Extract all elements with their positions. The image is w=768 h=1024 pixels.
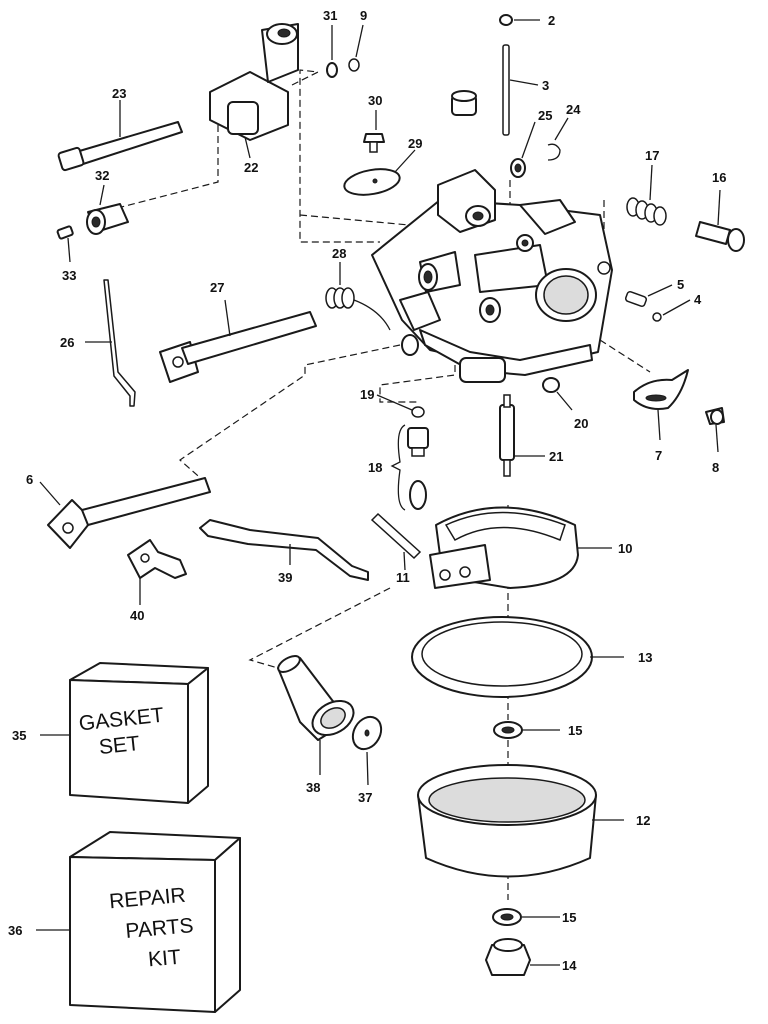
callout-19: 19 [360,387,374,402]
callout-labels: 2 3 4 5 6 7 8 9 10 11 12 13 14 15 15 16 … [8,8,726,973]
callout-18: 18 [368,460,382,475]
callout-26: 26 [60,335,74,350]
part-29-choke-plate [343,149,416,196]
callout-14: 14 [562,958,577,973]
part-39-fuel-pickup-tube [199,519,369,581]
callout-9: 9 [360,8,367,23]
part-21-float-needle [499,394,545,477]
part-38-fuel-filter [277,655,355,775]
part-15-upper-washer [493,721,560,739]
callout-15-lower: 15 [562,910,576,925]
callout-17: 17 [645,148,659,163]
part-16-idle-screw [695,189,745,252]
callout-6: 6 [26,472,33,487]
part-22-bracket [209,23,299,159]
part-8-screw [705,407,725,453]
callout-23: 23 [112,86,126,101]
part-10-float [429,506,612,589]
part-40-throttle-lever [127,539,187,605]
gasket-set-label-line2: SET [98,732,141,759]
part-15-lower-washer [492,908,560,926]
callout-15-upper: 15 [568,723,582,738]
callout-21: 21 [549,449,563,464]
callout-5: 5 [677,277,684,292]
callout-32: 32 [95,168,109,183]
callout-20: 20 [574,416,588,431]
part-17-spring [626,164,667,226]
callout-33: 33 [62,268,76,283]
part-11-float-pin [370,512,422,571]
callout-38: 38 [306,780,320,795]
part-32-ferrule [86,184,129,235]
part-37-screen [351,715,383,786]
part-35-gasket-set-box [40,662,209,804]
callout-22: 22 [244,160,258,175]
part-18-main-jet [390,424,429,511]
callout-35: 35 [12,728,26,743]
callout-4: 4 [694,292,702,307]
part-24-clip [547,117,569,161]
part-13-bowl-gasket [411,616,624,698]
carburetor-body [371,169,613,383]
part-28-spring [325,262,391,331]
callout-25: 25 [538,108,552,123]
part-33-set-screw [56,225,74,263]
callout-40: 40 [130,608,144,623]
callout-16: 16 [712,170,726,185]
callout-24: 24 [566,102,581,117]
part-26-link-rod [85,279,136,407]
callout-27: 27 [210,280,224,295]
part-36-repair-kit-box [36,831,241,1013]
callout-3: 3 [542,78,549,93]
callout-10: 10 [618,541,632,556]
part-7-throttle-plate [633,369,689,441]
callout-29: 29 [408,136,422,151]
callout-31: 31 [323,8,337,23]
callout-12: 12 [636,813,650,828]
part-19-o-ring [376,394,425,418]
part-14-bowl-nut [485,938,560,976]
callout-28: 28 [332,246,346,261]
callout-8: 8 [712,460,719,475]
part-5-spring [624,284,673,308]
part-3-needle [502,44,539,136]
callout-30: 30 [368,93,382,108]
callout-39: 39 [278,570,292,585]
part-6-throttle-shaft [39,477,211,549]
top-plug [451,90,477,116]
callout-13: 13 [638,650,652,665]
part-27-choke-shaft [159,299,317,383]
callout-7: 7 [655,448,662,463]
part-12-float-bowl [417,764,624,878]
part-20-screw [542,377,573,411]
part-30-screw [363,110,385,153]
parts-31-9-washers [326,24,364,78]
part-25-washer [510,121,536,178]
callout-37: 37 [358,790,372,805]
part-23-throttle-screw [57,100,183,172]
callout-36: 36 [8,923,22,938]
part-2-cap [499,14,540,26]
callout-11: 11 [396,570,410,585]
repair-kit-label-line3: KIT [147,946,182,972]
part-4-ball [652,299,691,322]
callout-2: 2 [548,13,555,28]
